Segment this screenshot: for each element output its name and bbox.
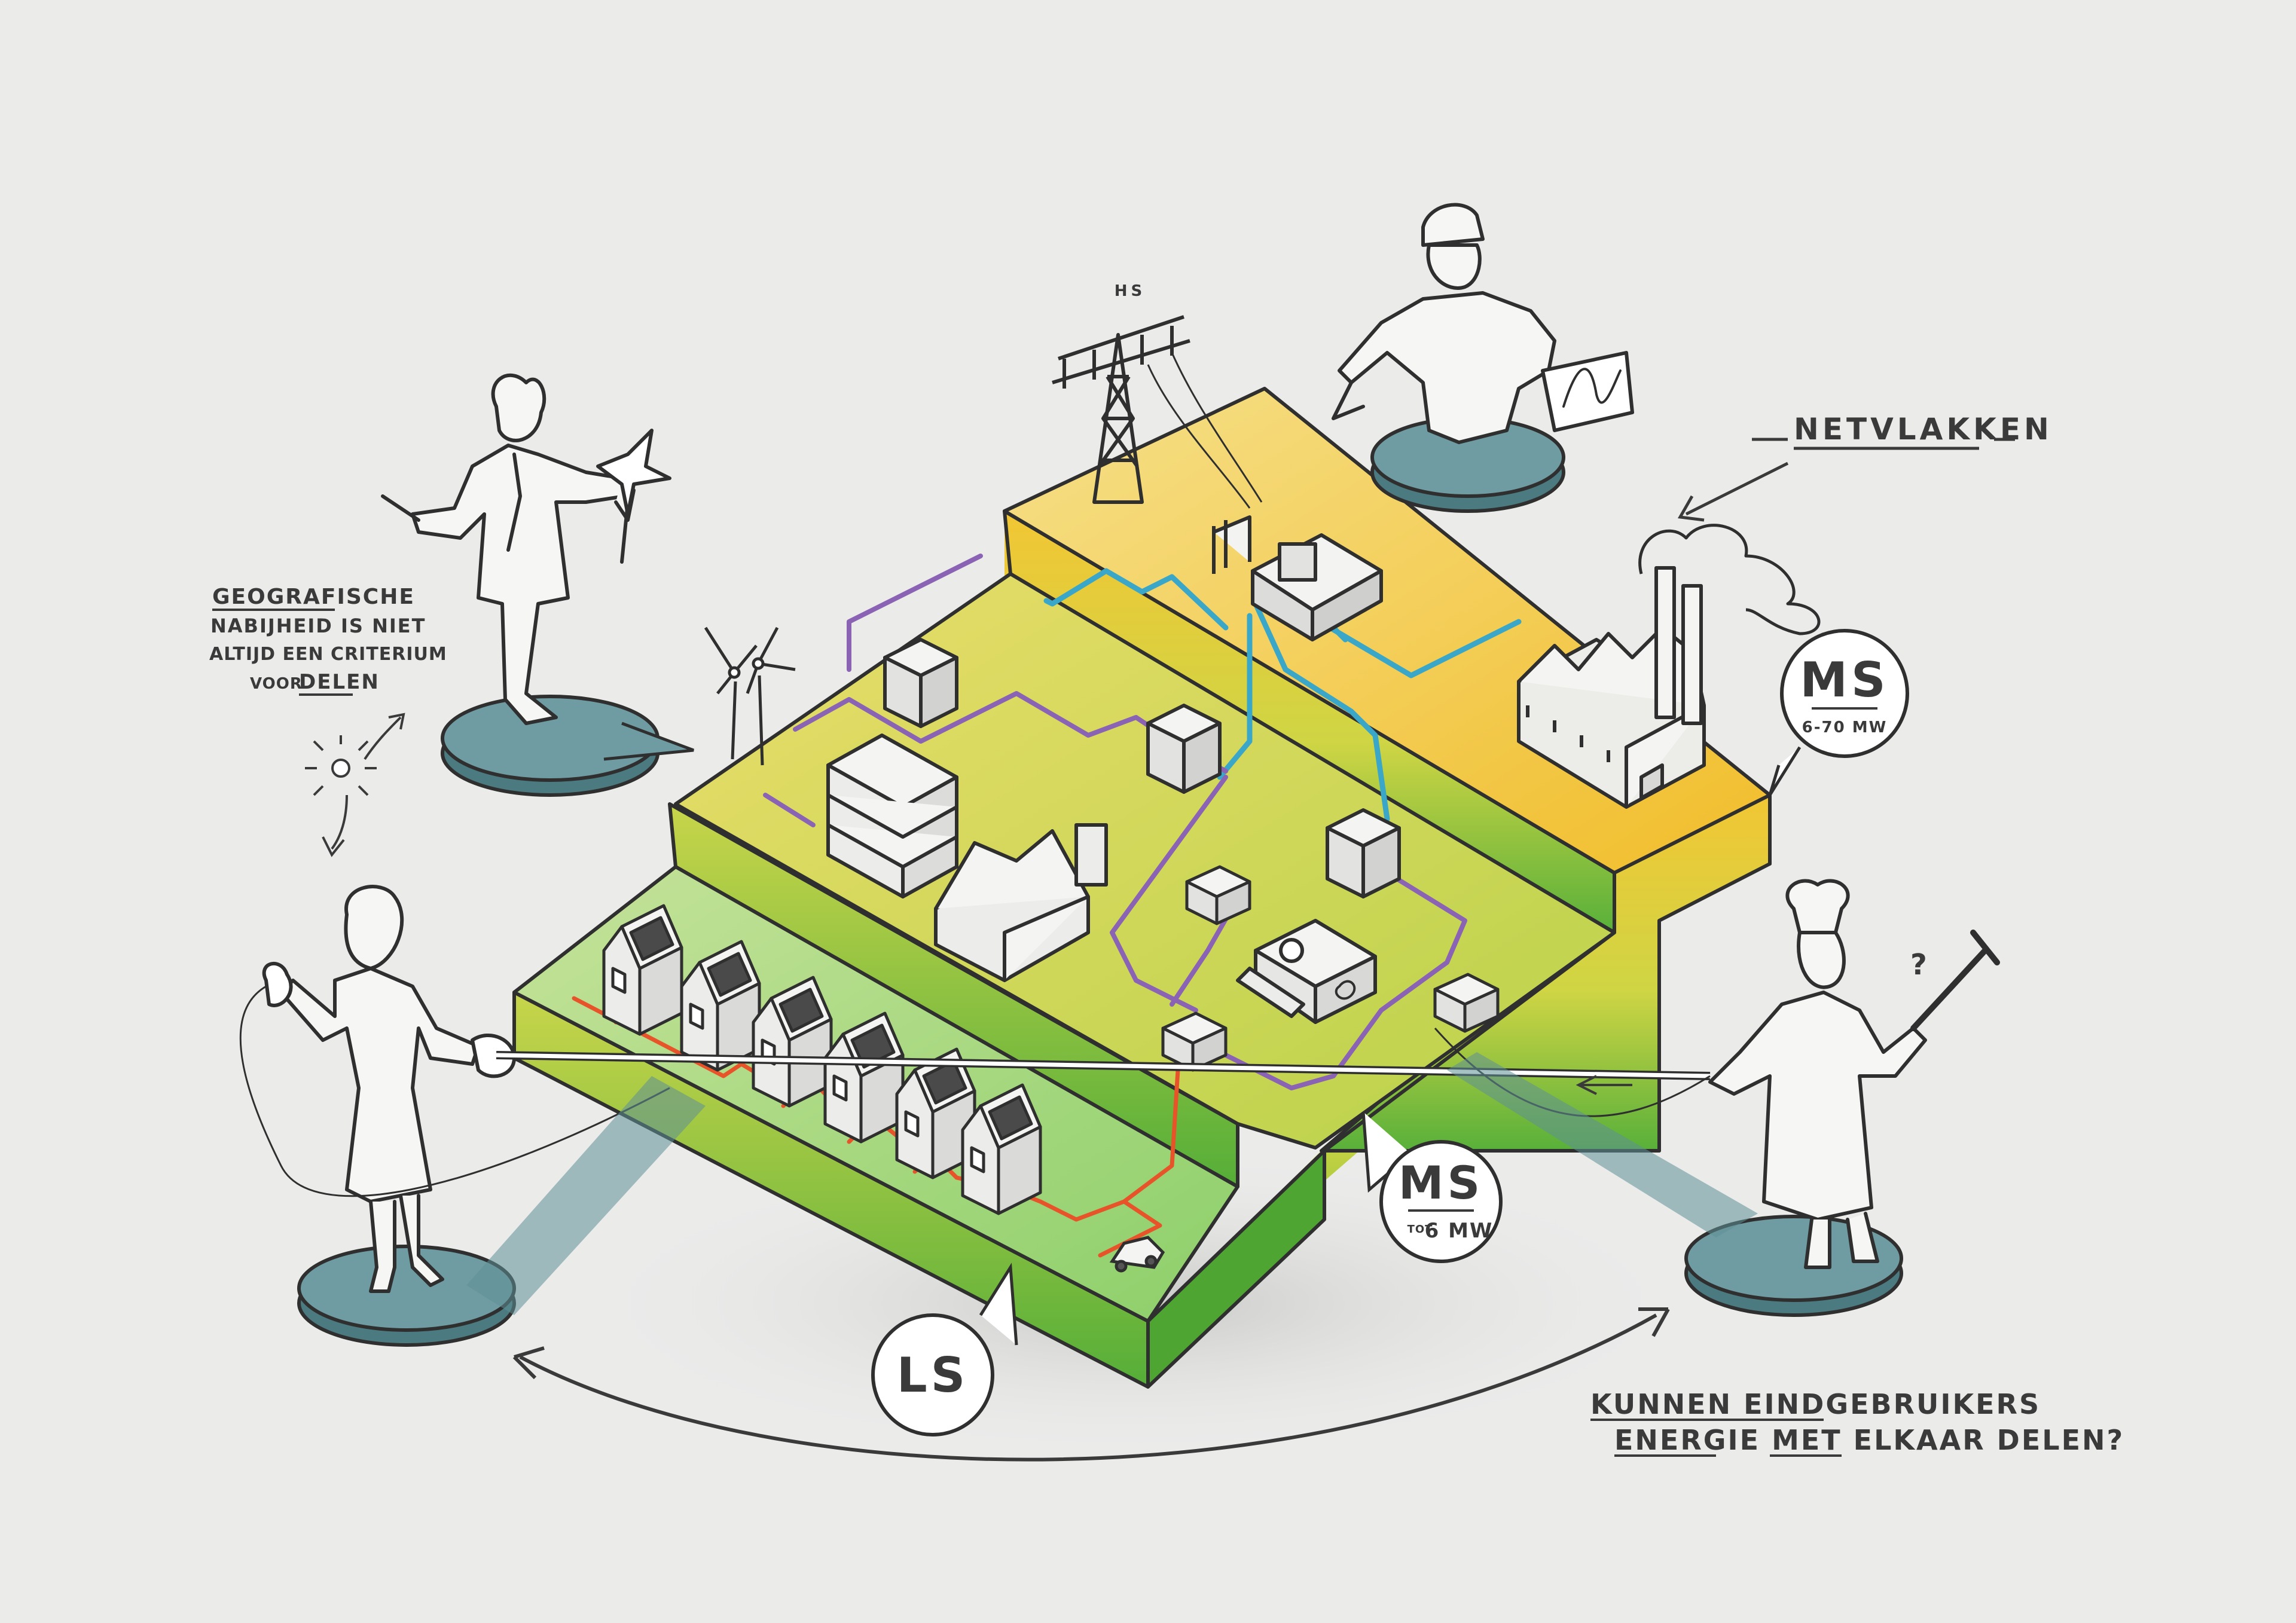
ms-high-label: MS — [1800, 652, 1889, 708]
house-icon — [602, 904, 683, 1036]
factory-icon — [1517, 524, 1821, 809]
storage-unit-icon — [1185, 865, 1251, 925]
spark-arrow-up — [364, 713, 405, 760]
ms-low-range: 6 MW — [1425, 1219, 1494, 1243]
netvlakken-arrow — [1677, 461, 1789, 522]
question-note: KUNNEN EINDGEBRUIKERS ENERGIE MET ELKAAR… — [1590, 1388, 2124, 1457]
solar-panel-icon — [988, 1095, 1033, 1141]
netvlakken-annotation: NETVLAKKEN — [1677, 412, 2053, 522]
woman-figure-icon — [262, 885, 516, 1293]
businessman-figure-icon — [381, 373, 671, 725]
wind-turbines-icon — [704, 626, 796, 766]
ms-low-range-prefix: TOT — [1407, 1223, 1433, 1236]
platform-disc-worker — [1370, 417, 1565, 513]
baker-question-mark: ? — [1910, 948, 1931, 982]
question-line-1: KUNNEN EINDGEBRUIKERS — [1590, 1388, 2041, 1420]
solar-panel-icon — [707, 952, 752, 997]
platform-disc-woman — [297, 1245, 516, 1347]
substation-box-icon-3 — [1326, 808, 1401, 898]
office-hall-icon — [934, 823, 1108, 982]
solar-panel-icon — [778, 988, 824, 1033]
rope-arrow-left — [1576, 1075, 1632, 1095]
apartment-building-icon — [826, 733, 958, 898]
houses-row — [602, 904, 1042, 1215]
pylon-icon — [1052, 315, 1263, 509]
exchange-arrow — [512, 1307, 1670, 1462]
bakery-icon — [1236, 919, 1377, 1024]
character-platforms — [297, 417, 1903, 1347]
worker-figure-icon — [1332, 203, 1634, 444]
baker-figure-icon — [1708, 879, 2000, 1269]
substation-box-icon-2 — [1146, 704, 1222, 794]
question-line-2: ENERGIE MET ELKAAR DELEN? — [1614, 1424, 2124, 1456]
storage-unit-icon-2 — [1433, 973, 1500, 1033]
geo-line-4a: VOOR — [250, 675, 303, 693]
ms-low-label: MS — [1399, 1156, 1483, 1209]
speech-tail-businessman — [603, 722, 694, 761]
ms-high-range: 6-70 MW — [1802, 719, 1888, 736]
netvlakken-label: NETVLAKKEN — [1794, 412, 2053, 447]
geo-line-1: GEOGRAFISCHE — [212, 585, 415, 609]
hs-label: HS — [1115, 282, 1146, 300]
platform-right-low — [1146, 1149, 1326, 1389]
spark-arrow-down — [322, 794, 348, 857]
house-icon — [680, 940, 761, 1072]
beam-baker — [1447, 1052, 1758, 1237]
idea-spark-icon — [305, 713, 405, 857]
ls-bubble: LS — [871, 1263, 1018, 1436]
geo-note: GEOGRAFISCHE NABIJHEID IS NIET ALTIJD EE… — [209, 585, 447, 696]
ls-label: LS — [897, 1347, 969, 1403]
ms-low-bubble: MS TOT 6 MW — [1361, 1111, 1503, 1263]
house-icon — [961, 1083, 1042, 1215]
beam-woman — [466, 1076, 706, 1315]
substation-box-icon — [883, 638, 958, 728]
geo-line-2: NABIJHEID IS NIET — [210, 615, 426, 637]
ms-high-bubble: MS 6-70 MW — [1768, 629, 1909, 796]
geo-line-4b: DELEN — [299, 670, 380, 694]
transformer-station-icon — [1212, 515, 1383, 641]
geo-line-3: ALTIJD EEN CRITERIUM — [209, 644, 447, 665]
ev-car-icon — [1109, 1236, 1165, 1273]
platform-disc-baker — [1684, 1215, 1903, 1317]
solar-panel-icon — [629, 916, 674, 961]
